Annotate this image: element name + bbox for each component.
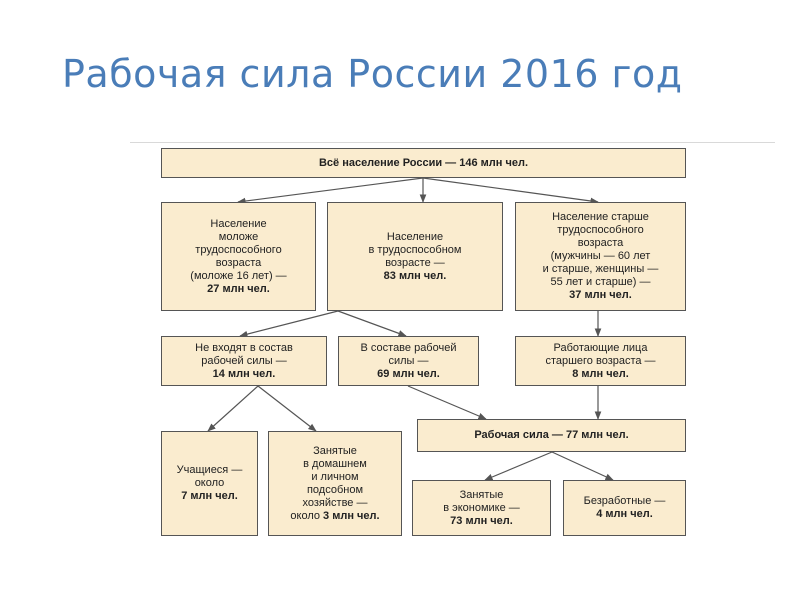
node-label-line: старшего возраста — bbox=[545, 354, 656, 367]
node-unemployed: Безработные —4 млн чел. bbox=[563, 480, 686, 536]
node-label-line: подсобном bbox=[306, 483, 364, 496]
node-label-line: Население bbox=[386, 230, 444, 243]
node-value: 7 млн чел. bbox=[181, 490, 238, 502]
arrow-not-in-labor-students bbox=[207, 385, 259, 432]
node-label-bold: Всё население России — 146 млн чел. bbox=[318, 156, 529, 169]
node-value: 14 млн чел. bbox=[212, 367, 276, 380]
arrow-labor-force-unemployed bbox=[551, 451, 614, 481]
node-label-line: Работающие лица bbox=[553, 341, 648, 354]
arrow-labor-force-employed bbox=[484, 451, 553, 481]
node-label-line: в домашнем bbox=[303, 457, 367, 470]
node-labor-force: Рабочая сила — 77 млн чел. bbox=[417, 419, 686, 452]
node-label-line: (мужчины — 60 лет bbox=[550, 250, 651, 262]
node-label-line: и старше, женщины — bbox=[542, 263, 659, 275]
node-value: 83 млн чел. bbox=[383, 269, 447, 282]
arrow-working-age-in-labor bbox=[337, 310, 407, 337]
node-value: 4 млн чел. bbox=[596, 508, 653, 520]
node-label-line: силы — bbox=[388, 354, 429, 367]
node-label-line: Население bbox=[210, 217, 267, 230]
node-label-bold: Рабочая сила — 77 млн чел. bbox=[474, 429, 629, 441]
node-value: 69 млн чел. bbox=[377, 367, 440, 380]
node-label-line: В составе рабочей bbox=[360, 341, 457, 354]
node-value: 73 млн чел. bbox=[450, 514, 513, 527]
node-label-line: рабочей силы — bbox=[201, 354, 287, 367]
node-label-line: 55 лет и старше) — bbox=[550, 276, 651, 288]
node-label-line: и личном bbox=[311, 470, 359, 483]
node-value: 8 млн чел. bbox=[572, 367, 629, 380]
node-label-line: трудоспособного bbox=[557, 224, 644, 236]
node-label-line: Учащиеся — bbox=[176, 464, 243, 476]
node-label-line: Занятые bbox=[459, 488, 504, 501]
node-label-line: трудоспособного bbox=[195, 243, 282, 256]
node-label-line: моложе bbox=[218, 230, 259, 243]
node-label-line: хозяйстве — bbox=[302, 496, 368, 509]
node-label-line: возрасте — bbox=[385, 256, 445, 269]
node-label-line: около bbox=[194, 477, 225, 489]
node-label-line: возраста bbox=[577, 237, 624, 249]
title-divider bbox=[130, 142, 775, 143]
arrow-not-in-labor-household bbox=[257, 385, 317, 432]
arrow-total-older bbox=[422, 177, 599, 205]
page-title: Рабочая сила России 2016 год bbox=[62, 52, 683, 96]
node-value: 37 млн чел. bbox=[569, 289, 632, 301]
node-label-line: (моложе 16 лет) — bbox=[190, 269, 287, 282]
node-label-line: Занятые bbox=[313, 444, 357, 457]
node-label-line: в трудоспособном bbox=[368, 243, 462, 256]
node-total-population: Всё население России — 146 млн чел. bbox=[161, 148, 686, 178]
node-label-line: Население старше bbox=[552, 211, 649, 223]
node-label-line: Не входят в состав bbox=[195, 341, 293, 354]
node-value: 27 млн чел. bbox=[207, 282, 270, 295]
node-label-line: возраста bbox=[215, 256, 262, 269]
arrow-working-age-not-in-labor bbox=[239, 310, 339, 338]
node-label-line: около 3 млн чел. bbox=[290, 509, 380, 522]
node-label-line: в экономике — bbox=[443, 501, 520, 514]
node-label-line: Безработные — bbox=[583, 495, 666, 507]
arrow-total-young bbox=[237, 177, 424, 205]
arrow-in-labor-labor-force bbox=[407, 385, 487, 420]
